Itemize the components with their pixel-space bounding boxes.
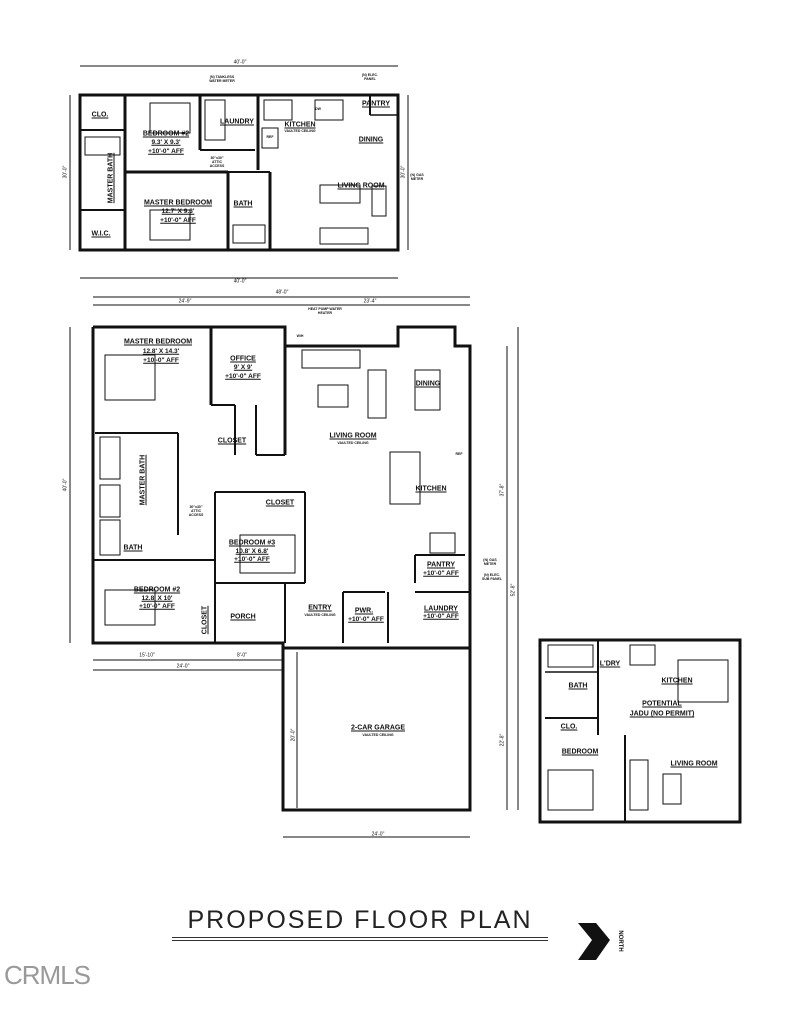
room-laundry-ceiling: +10'-0" AFF [423,612,459,620]
room-wic: W.I.C. [91,230,111,238]
room-entry: ENTRY [308,604,332,612]
dim-right-total: 52'-8" [510,583,517,597]
room-pantry: PANTRY [427,561,455,569]
dim-bottom-total: 24'-0" [176,663,190,670]
room-bedroom-2-size: 9.3' X 9.3' [151,138,181,146]
room-master-ceiling: +10'-0" AFF [160,216,196,224]
room-living: LIVING ROOM [329,432,377,440]
note-elec-panel: (N) ELEC. SUB PANEL [482,573,502,581]
note-attic: 30"x30" ATTIC ACCESS [188,505,204,517]
room-dining: DINING [358,136,384,144]
drawing-title: PROPOSED FLOOR PLAN [187,906,533,934]
room-clo: CLO. [91,111,109,119]
note-gas-meter: (N) GAS METER [483,558,497,566]
adu-jadu: JADU (NO PERMIT) [629,710,695,718]
dim-bottom-a: 15'-10" [139,652,155,659]
dim-top: 40'-0" [233,59,247,66]
room-master-bedroom: MASTER BEDROOM [143,199,213,207]
note-water-heater: HEAT PUMP WATER HEATER [308,307,342,315]
dim-left: 40'-0" [62,478,69,492]
room-office-closet: CLOSET [217,437,247,445]
room-pwr: PWR. [354,607,374,615]
adu-plan-walls [538,638,742,824]
dim-right-upper: 37'-8" [499,483,506,497]
room-master-size: 12.8' X 14.3' [142,347,180,355]
adu-plan-fixtures [547,644,729,811]
note-entry-vaulted: VAULTED CEILING [304,613,336,618]
room-master-bath: MASTER BATH [139,454,147,506]
room-bedroom-2-closet: CLOSET [201,605,209,635]
adu-room-clo: CLO. [560,723,578,731]
note-wh: W/H [296,334,304,339]
room-pantry-ceiling: +10'-0" AFF [423,569,459,577]
room-garage: 2-CAR GARAGE [350,724,406,732]
note-garage-vaulted: VAULTED CEILING [362,733,394,738]
main-plan-fixtures [69,296,519,838]
dim-left-top: 24'-9" [178,298,192,305]
room-master-size: 12.7' X 9.3' [161,207,195,215]
main-plan-walls [91,325,472,812]
north-arrow-icon [578,923,610,960]
room-office: OFFICE [230,355,256,363]
dim-left: 30'-0" [62,165,69,179]
adu-room-living: LIVING ROOM [670,760,718,768]
title-underline [172,937,548,941]
adu-room-bath: BATH [568,682,588,690]
room-master-bedroom: MASTER BEDROOM [123,338,193,346]
room-office-size: 9' X 9' [233,363,253,371]
room-bedroom-3: BEDROOM #3 [228,539,276,547]
note-ref: REF [455,452,463,457]
north-label: NORTH [617,930,623,952]
note-elec-panel: (N) ELEC. PANEL [361,73,379,81]
room-bedroom-2-ceiling: +10'-0" AFF [139,602,175,610]
dim-right: 30'-0" [400,165,407,179]
room-laundry: LAUNDRY [220,118,254,126]
room-kitchen: KITCHEN [284,121,316,129]
room-porch: PORCH [230,613,256,621]
room-pantry: PANTRY [362,100,390,108]
adu-room-laundry: L'DRY [599,660,621,668]
room-master-ceiling: +10'-0" AFF [143,356,179,364]
note-attic: 30"x30" ATTIC ACCESS [209,156,225,168]
note-ref: REF [266,135,274,140]
room-bedroom-2: BEDROOM #2 [133,586,181,594]
room-living: LIVING ROOM [337,182,385,190]
room-bedroom-2-ceiling: +10'-0" AFF [148,147,184,155]
upper-plan-walls [78,93,400,252]
note-dw: DW [315,107,321,112]
room-dining: DINING [415,380,441,388]
watermark-logo: CRMLS [4,960,91,990]
note-vaulted: VAULTED CEILING [284,129,316,134]
room-bedroom-3-closet: CLOSET [265,499,295,507]
dim-bottom-b: 8'-0" [237,652,247,659]
room-bedroom-3-ceiling: +10'-0" AFF [234,555,270,563]
room-master-bath: MASTER BATH [107,152,115,204]
room-kitchen: KITCHEN [415,485,447,493]
adu-room-kitchen: KITCHEN [661,677,693,685]
room-pwr-ceiling: +10'-0" AFF [348,615,384,623]
room-bedroom-3-size: 10.8' X 6.8' [235,547,269,555]
room-bath: BATH [123,544,143,552]
note-gas-meter: (N) GAS METER [410,173,424,181]
adu-room-bedroom: BEDROOM [561,748,599,756]
note-water-meter: (N) TANKLESS WATER METER [209,75,235,83]
upper-plan-fixtures [69,65,409,279]
room-bedroom-2: BEDROOM #2 [142,130,190,138]
dim-overall: 48'-0" [275,289,289,296]
note-living-vaulted: VAULTED CEILING [337,441,369,446]
dim-garage-right: 22'-8" [499,733,506,747]
dim-garage-bottom: 24'-0" [371,831,385,838]
room-office-ceiling: +10'-0" AFF [225,372,261,380]
room-laundry: LAUNDRY [424,605,458,613]
dim-right-top: 23'-4" [363,298,377,305]
dim-bottom: 40'-0" [233,278,247,285]
dim-garage-left: 20'-0" [290,728,297,742]
adu-potential: POTENTIAL [642,700,682,708]
room-bath: BATH [233,200,253,208]
room-bedroom-2-size: 12.8' X 10' [141,594,173,602]
